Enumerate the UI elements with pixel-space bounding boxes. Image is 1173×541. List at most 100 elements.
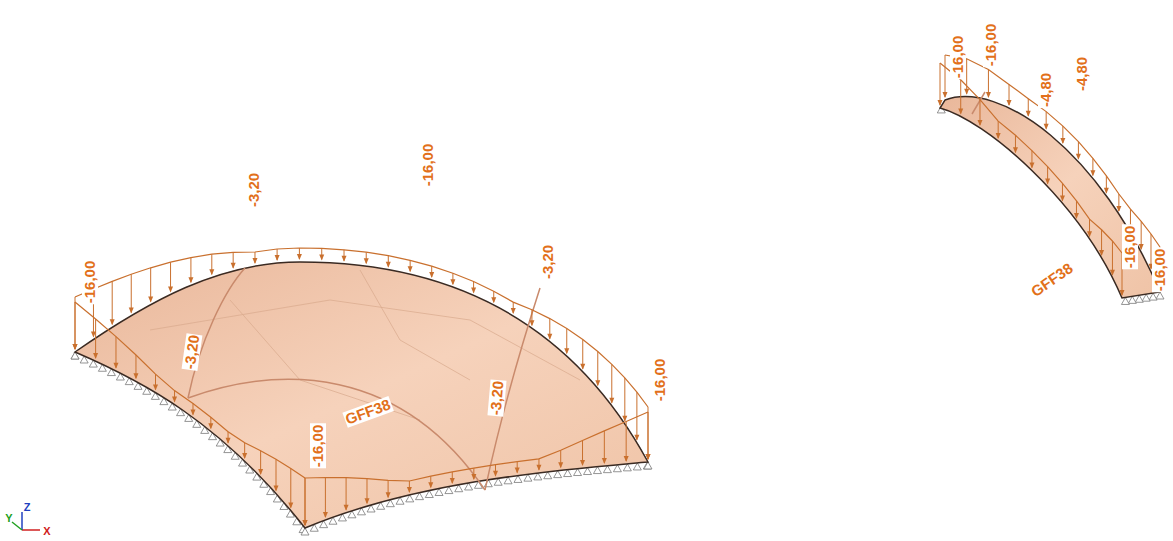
arrow-head xyxy=(172,397,177,403)
arrow-head xyxy=(1060,138,1065,144)
arrow-head xyxy=(226,438,231,444)
arrow-head xyxy=(231,263,236,269)
load-arrow xyxy=(75,297,76,349)
load-arrow xyxy=(95,319,96,358)
arrow-head xyxy=(429,272,434,278)
arrow-head xyxy=(407,487,412,493)
arrow-head xyxy=(73,344,78,350)
arrow-head xyxy=(129,308,134,314)
load-arrow xyxy=(611,364,612,402)
arrow-head xyxy=(986,92,991,98)
arrow-head xyxy=(386,262,391,268)
arrow-head xyxy=(511,308,516,314)
load-value: -3,20 xyxy=(246,172,262,208)
load-value: -3,20 xyxy=(487,379,506,416)
arrow-head xyxy=(536,465,541,471)
guide xyxy=(75,262,648,462)
arrow-head xyxy=(977,120,982,126)
load-arrow xyxy=(325,477,326,517)
arrow-head xyxy=(252,258,257,264)
load-arrow xyxy=(940,63,941,105)
load-envelope xyxy=(75,302,305,478)
shell-surface xyxy=(75,262,648,528)
mesh-lines xyxy=(150,270,580,420)
arrow-head xyxy=(580,364,585,370)
arrow-head xyxy=(646,454,651,460)
load-arrow xyxy=(75,302,76,349)
arrow-head xyxy=(547,334,552,340)
load-envelope xyxy=(945,55,1160,247)
support-symbol xyxy=(643,462,651,469)
arrow-head xyxy=(1007,100,1012,106)
support-symbol xyxy=(613,465,621,472)
support-symbols xyxy=(71,100,1164,535)
arrow-head xyxy=(428,482,433,488)
axis-label: Y xyxy=(4,510,13,526)
arrow-head xyxy=(646,454,651,460)
load-arrow xyxy=(636,392,637,439)
arrow-head xyxy=(1090,170,1095,176)
arrow-head xyxy=(964,89,969,95)
arrow-head xyxy=(595,380,600,386)
load-arrow xyxy=(624,378,625,421)
axis-label: Z xyxy=(23,499,32,515)
arrow-head xyxy=(209,269,214,275)
load-arrow xyxy=(1112,241,1113,275)
load-value: -16,00 xyxy=(1152,248,1168,293)
guide xyxy=(75,262,648,462)
arrow-head xyxy=(342,256,347,262)
arrow-head xyxy=(148,297,153,303)
arrow-head xyxy=(450,478,455,484)
load-arrow xyxy=(112,281,113,324)
axis-label: X xyxy=(42,523,51,539)
arrow-head xyxy=(386,492,391,498)
load-arrow xyxy=(626,421,627,461)
arrow-head xyxy=(208,423,213,429)
load-value: -3,20 xyxy=(540,244,556,280)
arrow-head xyxy=(408,266,413,272)
arrow-head xyxy=(1060,195,1065,201)
arrow-head xyxy=(471,288,476,294)
arrow-head xyxy=(288,503,293,509)
load-arrow xyxy=(648,407,649,459)
guide xyxy=(305,462,648,528)
arrow-head xyxy=(634,435,639,441)
arrow-head xyxy=(580,460,585,466)
load-value: -16,00 xyxy=(420,143,436,188)
arrow-head xyxy=(943,92,948,98)
arrow-head xyxy=(93,353,98,359)
arrow-head xyxy=(493,471,498,477)
load-arrow xyxy=(305,478,306,525)
load-value: -16,00 xyxy=(983,23,999,68)
arrow-head xyxy=(515,468,520,474)
arrow-head xyxy=(110,319,115,325)
arrow-head xyxy=(1120,290,1125,296)
load-arrow xyxy=(648,412,649,459)
arrow-head xyxy=(275,255,280,261)
panel-edges xyxy=(188,268,540,490)
arrow-head xyxy=(1076,154,1081,160)
guide xyxy=(945,97,1160,292)
load-arrow xyxy=(960,80,961,114)
load-arrow xyxy=(597,352,598,386)
arrow-head xyxy=(73,344,78,350)
load-arrow xyxy=(131,274,132,312)
arrow-head xyxy=(996,133,1001,139)
arrow-head xyxy=(297,254,302,260)
guide xyxy=(305,462,648,528)
arrow-head xyxy=(1044,124,1049,130)
arrow-head xyxy=(450,279,455,285)
load-value: -4,80 xyxy=(1038,72,1054,108)
load-value: -16,00 xyxy=(950,35,966,80)
load-arrow xyxy=(290,468,291,507)
arrow-head xyxy=(323,512,328,518)
load-value: -16,00 xyxy=(82,260,98,305)
arrow-head xyxy=(190,410,195,416)
shell-band xyxy=(940,97,1160,298)
arrow-head xyxy=(529,320,534,326)
load-value: -4,80 xyxy=(1074,56,1090,92)
guide xyxy=(940,108,1122,298)
arrow-head xyxy=(1013,147,1018,153)
arrow-head xyxy=(364,498,369,504)
